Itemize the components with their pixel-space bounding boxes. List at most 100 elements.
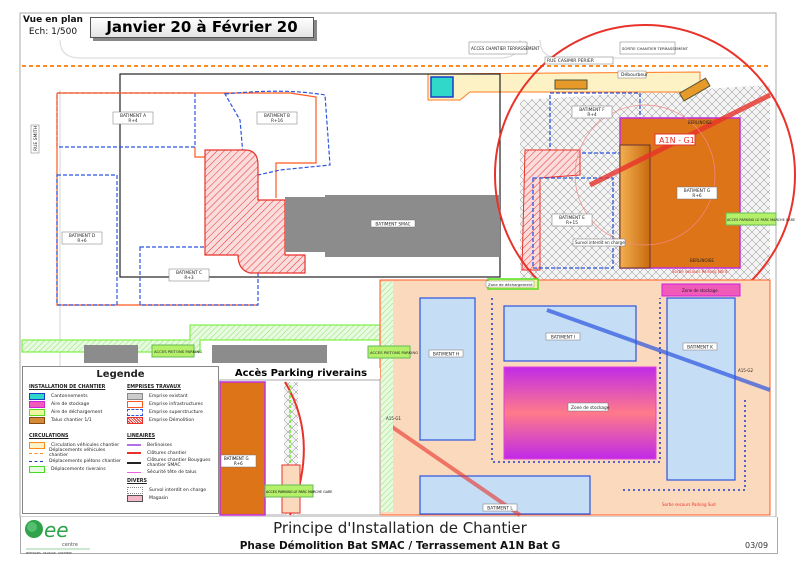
crane-a15-label: A15-G1 [386, 416, 402, 421]
building-c-outline [139, 246, 259, 306]
inset-building-label: BATIMENT G [224, 456, 249, 461]
legend-label: Déplacements riverains [51, 466, 106, 472]
bouygues-fence [119, 73, 501, 278]
legend-item: Déplacements piétons chantier [29, 457, 121, 465]
building-label: BATIMENT L [487, 506, 513, 512]
zone-stockage-label: Zone de stockage [571, 405, 610, 411]
crane-a15-2-label: A15-G2 [738, 368, 754, 373]
legend-label: Aire de stockage [51, 401, 90, 407]
legend-section: INSTALLATION DE CHANTIER [29, 385, 106, 390]
legend-label: Clôtures chantier [147, 450, 187, 456]
svg-text:ee: ee [44, 518, 69, 542]
legend-label: Cantonnements [51, 393, 88, 399]
inset-parking-label: ACCES PARKING LE PARC MARCHE GARE [266, 490, 332, 494]
inset-parking: BATIMENT G R+6 ACCES PARKING LE PARC MAR… [219, 379, 381, 516]
survol-label: Survol interdit en charge [575, 240, 625, 245]
inset-building-level: R+6 [234, 461, 243, 466]
period-title: Janvier 20 à Février 20 [90, 17, 314, 38]
legend-item: Circulation véhicules chantier [29, 441, 121, 449]
crane-jib-2 [546, 308, 771, 392]
acces-parking-label: ACCES PARKING LE PARC MARCHE GARE [727, 218, 795, 222]
legend-label: Sécurité tête de talus [147, 469, 197, 475]
berlinoise-label: BERLINOISE [690, 258, 714, 263]
legend-section: DIVERS [127, 479, 147, 484]
svg-text:centre: centre [62, 542, 78, 548]
legend-item: Magasin [127, 494, 219, 502]
building-label: BATIMENT H [433, 352, 459, 358]
legend-item: Déplacements riverains [29, 465, 121, 473]
legend-section: EMPRISES TRAVAUX [127, 385, 181, 390]
legend-title: Legende [96, 369, 145, 380]
zone-stockage-top-label: Zone de stockage [682, 288, 718, 293]
debourbeur-label: Débourbeur [621, 71, 648, 78]
legend-item: Talus chantier 1/1 [29, 416, 121, 424]
building-level: R+6 [692, 193, 702, 199]
legend-item: Emprise existant [127, 392, 219, 400]
legend-label: Emprise existant [149, 393, 188, 399]
legend-label: Clôtures chantier Bouygues chantier SMAC [147, 457, 211, 468]
existing-building [212, 345, 327, 363]
legend-label: Survol interdit en charge [149, 487, 207, 493]
legend-label: Aire de déchargement [51, 409, 103, 415]
building-level: R+4 [587, 112, 597, 118]
truck [554, 79, 588, 90]
scale-block: Vue en plan Ech: 1/500 [22, 14, 84, 38]
view-label: Vue en plan [23, 15, 83, 25]
building-labels: BATIMENT AR+4 BATIMENT BR+16 BATIMENT DR… [61, 105, 718, 512]
berlinoise-label: BERLINOISE [688, 120, 712, 125]
legend-item: Aire de stockage [29, 400, 121, 408]
legend-section: LINEAIRES [127, 434, 156, 439]
building-level: R+6 [77, 238, 87, 244]
existing-building [84, 345, 138, 363]
street-top-label: RUE CASIMIR PERIER [547, 58, 594, 64]
legend-label: Berlinoises [147, 442, 173, 448]
legend-item: Emprise infrastructures [127, 400, 219, 408]
logo-mark-icon: ee centre MÉTHODES · PILOTAGE · SYNTHÈSE [25, 518, 90, 555]
building-label: BATIMENT B [264, 113, 290, 119]
legend-label: Circulation véhicules chantier [51, 442, 120, 448]
street-left-label: RUE SMITH [33, 126, 39, 151]
document-subtitle: Phase Démolition Bat SMAC / Terrassement… [239, 540, 561, 552]
legend-item: Berlinoises [127, 441, 219, 449]
truck [678, 77, 711, 102]
inset-title: Accès Parking riverains [222, 368, 380, 379]
company-logo: ee centre MÉTHODES · PILOTAGE · SYNTHÈSE [24, 515, 94, 555]
crane-label: A1N - G1 [659, 136, 695, 145]
crane-jib-3 [380, 418, 522, 517]
building-label: BATIMENT D [69, 233, 96, 239]
building-h [419, 297, 476, 441]
building-level: R+15 [566, 220, 578, 226]
legend-item: Clôtures chantier [127, 449, 219, 457]
legend-label: Talus chantier 1/1 [51, 417, 92, 423]
zone-stockage [503, 366, 657, 460]
building-label: BATIMENT G [684, 188, 710, 194]
building-smac [285, 197, 325, 252]
legend-label: Magasin [149, 495, 169, 501]
cantonnements [430, 76, 454, 98]
building-k [666, 297, 736, 481]
legend-item: Clôtures chantier Bouygues chantier SMAC [127, 457, 219, 468]
legend-label: Déplacements véhicules chantier [49, 448, 106, 458]
pedestrian-strip [381, 282, 393, 512]
legend-item: Cantonnements [29, 392, 121, 400]
building-e-outline [532, 177, 614, 269]
zone-dechargement-label: Zone de déchargement [488, 282, 533, 287]
sortie-nord-label: Sortie secours Parking Nord [672, 269, 728, 274]
building-label: BATIMENT I [551, 335, 575, 341]
legend-item: Aire de déchargement [29, 408, 121, 416]
footer [20, 517, 778, 554]
demolition-zone [204, 149, 306, 274]
sortie-sud-label: Sortie secours Parking Sud [662, 502, 716, 507]
building-d-outline [56, 174, 118, 306]
acces-pietons-label: ACCES PIETONS PARKING [370, 350, 418, 355]
building-label: BATIMENT K [687, 345, 713, 351]
legend-item: Déplacements véhicules chantier [29, 448, 121, 458]
scale-label: Ech: 1/500 [28, 27, 78, 37]
building-label: BATIMENT SMAC [375, 222, 410, 228]
building-label: BATIMENT F [579, 107, 605, 113]
legend-label: Emprise infrastructures [149, 401, 203, 407]
building-level: R+4 [128, 118, 138, 124]
access-in-label: ACCES CHANTIER TERRASSEMENT [471, 46, 540, 51]
legend-item: Sécurité tête de talus [127, 468, 219, 476]
page-number: 03/09 [745, 541, 769, 550]
